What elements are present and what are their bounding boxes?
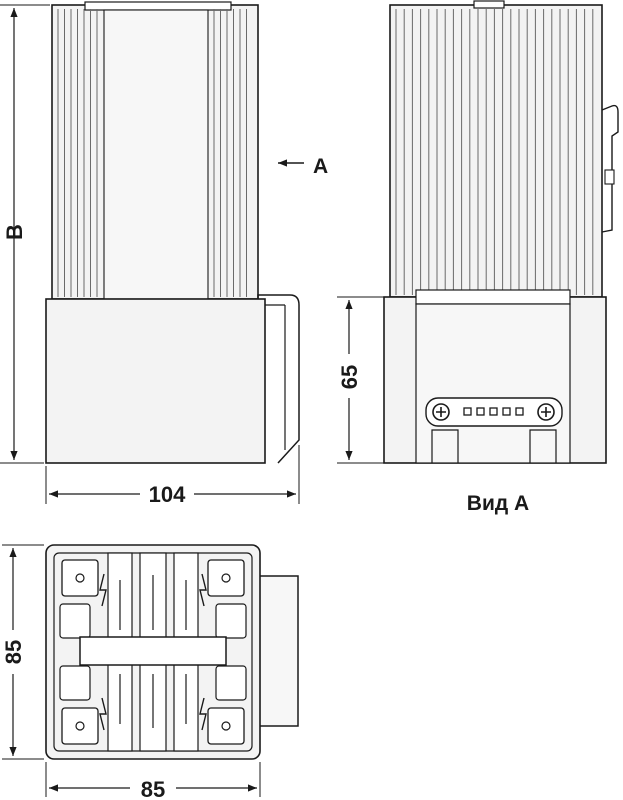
front-lower-box [45,298,266,464]
side-upper-housing [389,4,603,298]
side-view-caption: Вид А [467,492,529,515]
view-arrow-label: A [313,155,328,178]
terminal-contacts [463,407,524,416]
din-rail-clip [601,104,619,233]
front-fins [57,9,247,297]
side-top-cap [473,0,505,9]
front-top-cap [84,1,232,11]
front-side-bracket [257,294,300,464]
side-fins [395,9,594,295]
profile-side-pockets [59,603,247,701]
side-leg-right [529,429,557,463]
front-view: B 104 A [0,1,328,507]
bottom-view: 85 85 [0,544,299,800]
bottom-center-bar [79,636,227,666]
lower-height-label: 65 [337,365,362,389]
profile-corners [61,559,245,745]
side-leg-left [431,429,459,463]
side-front-panel [415,303,571,464]
bottom-width-label: 85 [141,777,165,800]
side-view: 65 Вид А [336,0,619,515]
profile-clips [99,573,207,731]
bottom-side-protrusion [255,575,299,727]
width-label: 104 [149,482,186,507]
height-label: B [2,224,27,240]
bottom-height-label: 85 [1,640,26,664]
front-center-panel [103,9,209,300]
terminal-block [425,397,563,427]
